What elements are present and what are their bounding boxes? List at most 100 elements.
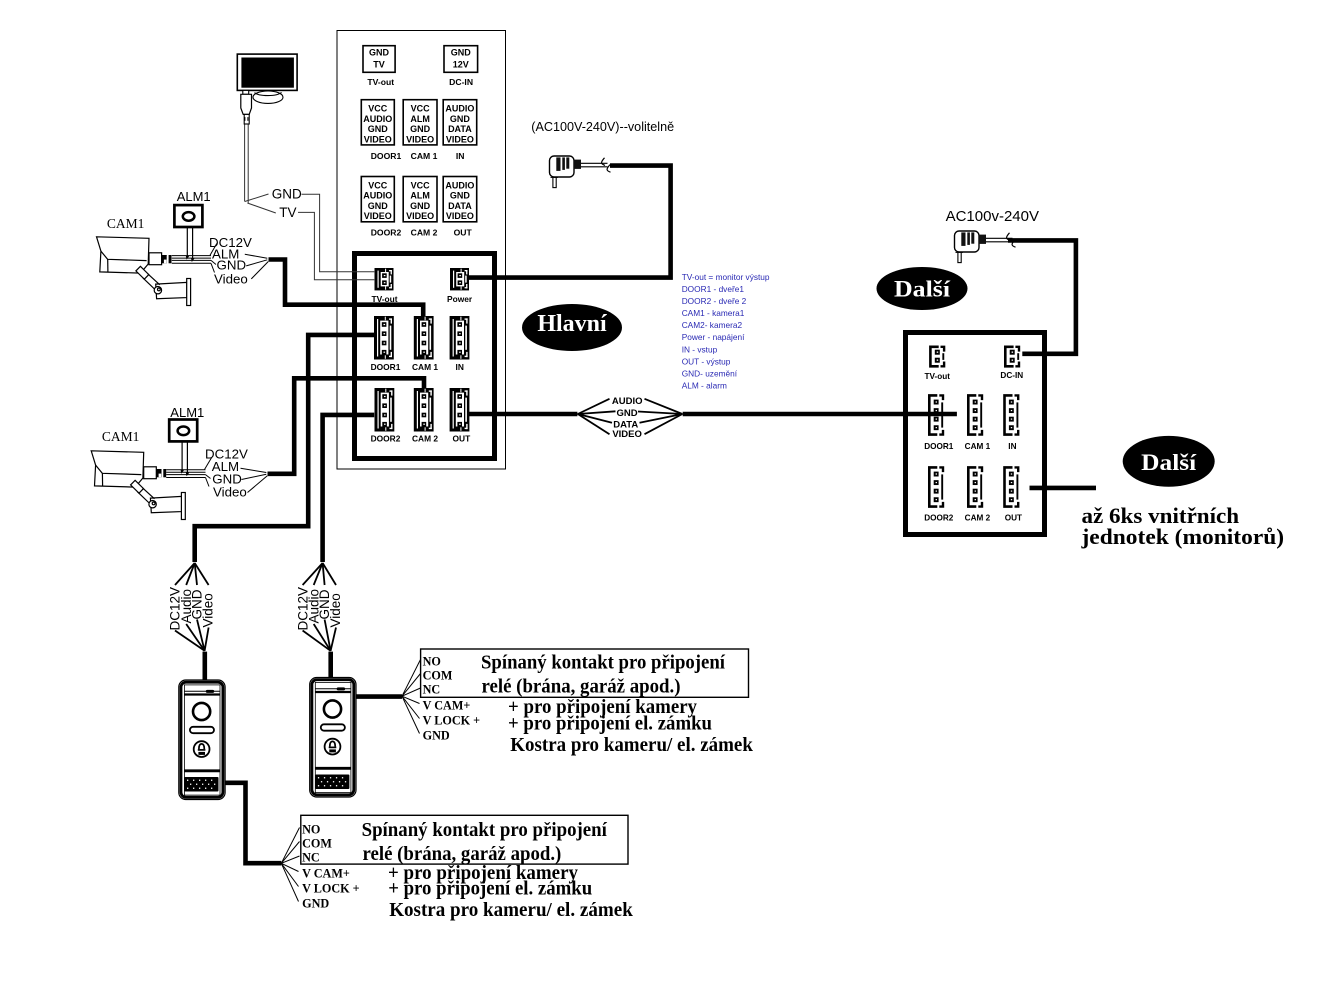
svg-text:DOOR2: DOOR2	[371, 434, 401, 444]
svg-text:COM: COM	[423, 668, 453, 682]
svg-text:Audio: Audio	[179, 589, 194, 624]
svg-text:VCC: VCC	[411, 104, 431, 114]
svg-text:+ pro připojení kamery: + pro připojení kamery	[508, 697, 697, 718]
svg-text:VIDEO: VIDEO	[446, 211, 474, 221]
svg-text:DOOR1 - dveře1: DOOR1 - dveře1	[682, 284, 745, 294]
svg-text:GND: GND	[302, 896, 329, 910]
svg-text:GND: GND	[410, 201, 431, 211]
svg-text:TV-out = monitor výstup: TV-out = monitor výstup	[682, 272, 770, 282]
svg-text:NO: NO	[423, 654, 441, 668]
svg-text:GND: GND	[272, 187, 302, 202]
svg-text:jednotek (monitorů): jednotek (monitorů)	[1080, 524, 1284, 549]
svg-text:TV: TV	[279, 205, 296, 220]
svg-text:IN: IN	[456, 151, 465, 161]
svg-text:V CAM+: V CAM+	[302, 866, 350, 880]
svg-text:CAM 2: CAM 2	[411, 227, 438, 237]
svg-text:NC: NC	[423, 682, 441, 696]
svg-text:VCC: VCC	[368, 180, 388, 190]
svg-text:V LOCK +: V LOCK +	[302, 881, 360, 895]
svg-text:CAM 2: CAM 2	[965, 514, 991, 523]
svg-text:CAM 1: CAM 1	[965, 442, 991, 451]
svg-text:CAM 1: CAM 1	[412, 362, 438, 372]
svg-text:GND: GND	[217, 258, 247, 273]
svg-text:TV-out: TV-out	[367, 77, 394, 87]
svg-text:DATA: DATA	[448, 124, 472, 134]
svg-text:GND: GND	[423, 728, 450, 742]
svg-text:OUT: OUT	[453, 434, 472, 444]
svg-text:DOOR2 - dveře 2: DOOR2 - dveře 2	[682, 296, 747, 306]
svg-text:GND: GND	[451, 48, 472, 58]
svg-text:DATA: DATA	[448, 201, 472, 211]
svg-text:Další: Další	[1141, 450, 1197, 475]
svg-text:IN: IN	[456, 362, 464, 372]
svg-text:VIDEO: VIDEO	[364, 134, 392, 144]
svg-text:DC-IN: DC-IN	[1000, 371, 1023, 380]
svg-text:CAM 1: CAM 1	[411, 151, 438, 161]
svg-text:Spínaný kontakt pro připojení: Spínaný kontakt pro připojení	[362, 820, 608, 841]
svg-text:ALM: ALM	[212, 459, 239, 474]
svg-text:+ pro připojení el. zámku: + pro připojení el. zámku	[508, 714, 712, 735]
svg-text:AUDIO: AUDIO	[445, 104, 474, 114]
svg-text:VIDEO: VIDEO	[406, 134, 434, 144]
svg-text:ALM: ALM	[410, 114, 430, 124]
svg-text:AC100v-240V: AC100v-240V	[946, 208, 1039, 225]
svg-text:AUDIO: AUDIO	[445, 180, 474, 190]
svg-text:V LOCK +: V LOCK +	[423, 713, 481, 727]
svg-text:Power: Power	[447, 294, 473, 304]
svg-text:OUT: OUT	[1005, 514, 1022, 523]
svg-text:Hlavní: Hlavní	[537, 311, 607, 337]
svg-text:GND: GND	[616, 408, 637, 419]
svg-text:DOOR2: DOOR2	[371, 227, 402, 237]
svg-text:GND: GND	[369, 48, 390, 58]
svg-text:ALM - alarm: ALM - alarm	[682, 380, 727, 390]
svg-text:Video: Video	[214, 271, 248, 286]
svg-text:ALM1: ALM1	[170, 405, 204, 420]
svg-text:VCC: VCC	[411, 180, 431, 190]
svg-text:IN - vstup: IN - vstup	[682, 344, 718, 354]
svg-text:TV-out: TV-out	[924, 372, 950, 381]
svg-text:Video: Video	[328, 593, 343, 627]
svg-text:DOOR1: DOOR1	[371, 362, 401, 372]
svg-text:CAM2- kamera2: CAM2- kamera2	[682, 320, 743, 330]
svg-text:AUDIO: AUDIO	[363, 114, 392, 124]
svg-text:GND: GND	[450, 114, 471, 124]
svg-text:+ pro připojení kamery: + pro připojení kamery	[388, 863, 578, 884]
svg-text:VIDEO: VIDEO	[446, 134, 474, 144]
svg-text:DC12V: DC12V	[209, 235, 252, 250]
svg-text:Video: Video	[201, 593, 216, 627]
svg-text:Kostra pro kameru/ el. zámek: Kostra pro kameru/ el. zámek	[510, 735, 753, 756]
svg-text:TV: TV	[373, 59, 385, 69]
svg-text:DOOR1: DOOR1	[371, 151, 402, 161]
svg-text:GND: GND	[450, 191, 471, 201]
svg-text:Power - napájení: Power - napájení	[682, 332, 745, 342]
svg-text:(AC100V-240V)--volitelně: (AC100V-240V)--volitelně	[531, 120, 674, 134]
svg-text:NO: NO	[302, 822, 320, 836]
svg-text:TV-out: TV-out	[371, 294, 397, 304]
svg-text:VCC: VCC	[368, 104, 388, 114]
svg-text:Video: Video	[213, 485, 247, 500]
svg-text:VIDEO: VIDEO	[612, 429, 642, 440]
svg-text:ALM1: ALM1	[177, 189, 211, 204]
svg-text:DC12V: DC12V	[168, 587, 183, 631]
svg-text:V CAM+: V CAM+	[423, 698, 471, 712]
svg-text:AUDIO: AUDIO	[612, 396, 643, 407]
svg-text:GND: GND	[368, 124, 389, 134]
svg-text:AUDIO: AUDIO	[363, 191, 392, 201]
svg-text:až 6ks vnitřních: až 6ks vnitřních	[1082, 503, 1240, 528]
svg-text:IN: IN	[1008, 442, 1016, 451]
svg-text:ALM: ALM	[212, 246, 239, 261]
svg-text:DOOR1: DOOR1	[924, 442, 954, 451]
svg-text:Spínaný kontakt pro připojení: Spínaný kontakt pro připojení	[481, 653, 726, 674]
svg-text:+ pro připojení el. zámku: + pro připojení el. zámku	[388, 879, 592, 900]
svg-text:relé (brána, garáž apod.): relé (brána, garáž apod.)	[363, 844, 562, 865]
svg-text:NC: NC	[302, 850, 320, 864]
svg-text:DC12V: DC12V	[295, 587, 310, 631]
svg-text:DOOR2: DOOR2	[924, 514, 954, 523]
svg-text:CAM1 - kamera1: CAM1 - kamera1	[682, 308, 745, 318]
svg-text:DC-IN: DC-IN	[449, 77, 473, 87]
svg-text:GND: GND	[317, 589, 332, 619]
svg-text:GND: GND	[410, 124, 431, 134]
svg-text:relé (brána, garáž apod.): relé (brána, garáž apod.)	[482, 677, 681, 698]
svg-text:COM: COM	[302, 836, 332, 850]
svg-text:GND: GND	[368, 201, 389, 211]
